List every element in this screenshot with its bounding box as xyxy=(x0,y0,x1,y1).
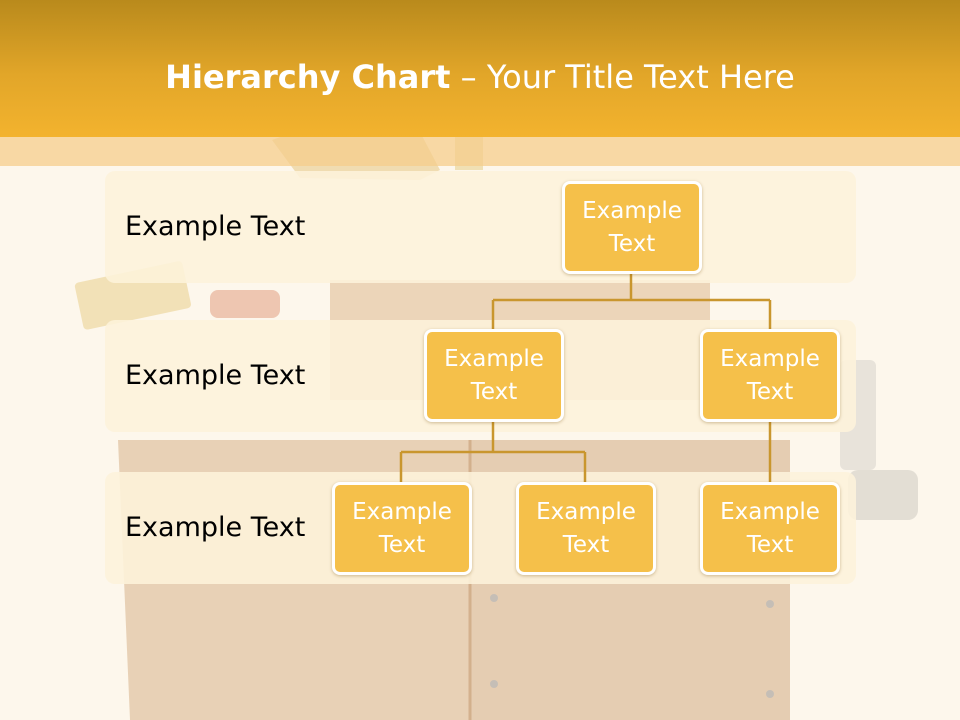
node-level3-left-child-2[interactable]: Example Text xyxy=(516,482,656,575)
title-header-bar xyxy=(0,0,960,137)
title-bold-part: Hierarchy Chart xyxy=(165,58,451,96)
node-level3-left-child-2-label: Example Text xyxy=(536,498,636,558)
node-root[interactable]: Example Text xyxy=(562,181,702,274)
title-dash: – xyxy=(460,58,477,96)
level-label-2: Example Text xyxy=(125,360,306,391)
node-level2-right-label: Example Text xyxy=(720,345,820,405)
level-label-3: Example Text xyxy=(125,512,306,543)
node-level2-left[interactable]: Example Text xyxy=(424,329,564,422)
node-level3-left-child-1-label: Example Text xyxy=(352,498,452,558)
node-root-label: Example Text xyxy=(582,197,682,257)
header-accent-band xyxy=(0,137,960,166)
node-level2-left-label: Example Text xyxy=(444,345,544,405)
node-level3-right-child-1-label: Example Text xyxy=(720,498,820,558)
node-level3-right-child-1[interactable]: Example Text xyxy=(700,482,840,575)
title-subtitle-part: Your Title Text Here xyxy=(486,58,795,96)
level-band-1: Example Text xyxy=(105,171,856,283)
slide-title: Hierarchy Chart – Your Title Text Here xyxy=(0,55,960,99)
node-level2-right[interactable]: Example Text xyxy=(700,329,840,422)
level-label-1: Example Text xyxy=(125,211,306,242)
node-level3-left-child-1[interactable]: Example Text xyxy=(332,482,472,575)
